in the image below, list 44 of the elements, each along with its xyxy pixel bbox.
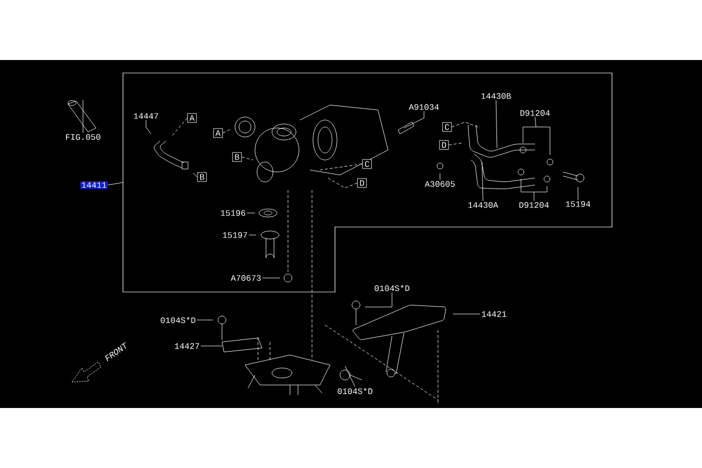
reference-letter-box: B <box>197 172 207 182</box>
dashed-reference-line <box>320 164 362 170</box>
part-number: 14421 <box>480 310 508 318</box>
reference-letter-box: A <box>213 128 223 138</box>
leader-line <box>146 120 152 134</box>
part-number: D91204 <box>518 201 550 209</box>
part-number: 15197 <box>221 231 249 239</box>
dashed-reference-line <box>222 128 232 134</box>
part-number: 14430A <box>466 201 500 209</box>
leader-line <box>520 178 548 202</box>
reference-letter-box: D <box>439 140 449 150</box>
part-number: D91204 <box>518 109 552 117</box>
part-number: 14447 <box>132 112 160 120</box>
leader-line <box>248 234 256 236</box>
group-frame <box>122 72 612 292</box>
part-number: 15196 <box>219 209 247 217</box>
leader-line <box>344 366 356 387</box>
reference-letter-box: A <box>187 113 197 123</box>
leader-line <box>496 100 498 148</box>
part-number: A91034 <box>408 103 440 111</box>
leader-line <box>364 292 392 308</box>
leader-line <box>482 162 484 202</box>
part-number: 14430B <box>480 92 512 100</box>
part-number: 15194 <box>564 200 592 208</box>
part-number: A70673 <box>230 274 262 282</box>
dashed-reference-line <box>328 178 358 188</box>
part-number: A30605 <box>424 180 456 188</box>
leader-line <box>108 182 124 186</box>
part-number: 14411 <box>80 181 108 189</box>
leader-line <box>522 116 550 156</box>
leader-line <box>404 110 424 128</box>
reference-letter-box: C <box>442 122 452 132</box>
leader-line <box>192 172 198 178</box>
dashed-reference-line <box>452 122 480 128</box>
reference-letter-box: C <box>362 159 372 169</box>
reference-letter-box: D <box>357 178 367 188</box>
leader-line <box>246 212 256 214</box>
dashed-reference-line <box>242 156 254 160</box>
dashed-reference-line <box>448 142 462 146</box>
leader-line <box>82 100 84 134</box>
dashed-reference-line <box>170 118 188 138</box>
part-number: FIG.050 <box>64 133 102 141</box>
part-number: 14427 <box>173 342 201 350</box>
reference-letter-box: B <box>232 152 242 162</box>
